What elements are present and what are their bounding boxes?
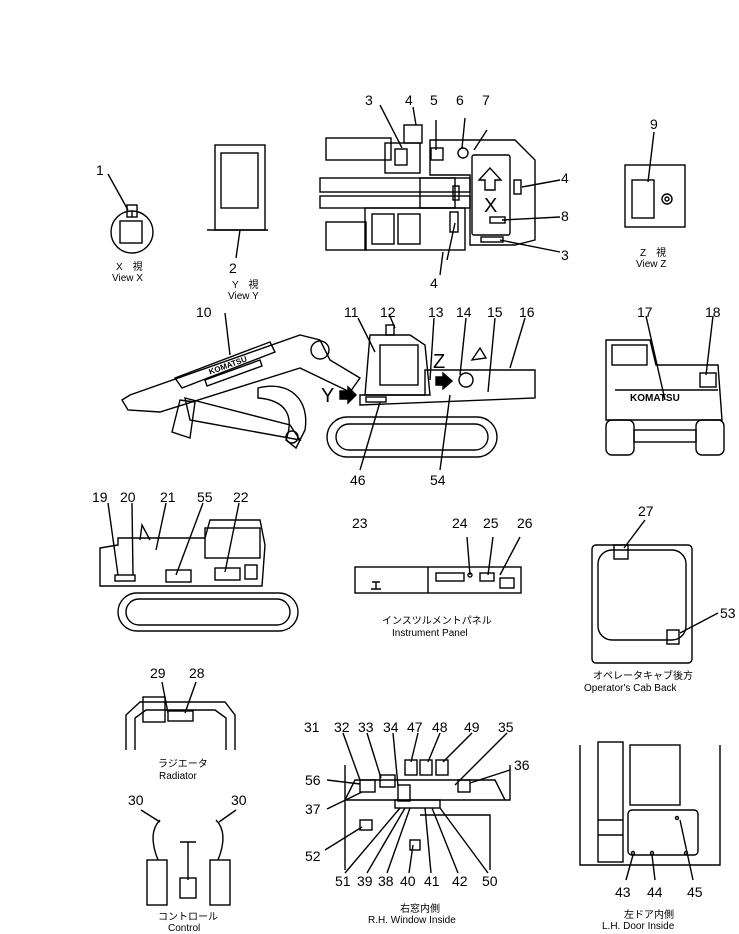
callout-24: 24 [452,515,468,531]
callout-4b: 4 [561,170,569,186]
caption-control-jp: コントロール [158,912,218,923]
caption-radiator: Radiator [159,771,197,782]
caption-view-y-jp: Y 視 [232,280,259,291]
caption-control: Control [168,923,201,934]
callout-25: 25 [483,515,499,531]
callout-2: 2 [229,260,237,276]
callout-30: 30 [128,792,144,808]
callout-50: 50 [482,873,498,889]
callout-4: 4 [405,92,413,108]
callout-19: 19 [92,489,108,505]
callout-11: 11 [344,304,359,320]
caption-rh-window-jp: 右窓内側 [400,904,440,915]
callout-53: 53 [720,605,736,621]
callout-17: 17 [637,304,653,320]
caption-radiator-jp: ラジエータ [158,759,208,770]
callout-37: 37 [305,801,321,817]
callout-27: 27 [638,503,654,519]
callout-45: 45 [687,884,703,900]
radiator-drawing [125,681,236,750]
view-letter-z: Z [433,351,446,373]
left-side-drawing [99,502,299,632]
callout-43: 43 [615,884,631,900]
callout-44: 44 [647,884,663,900]
callout-6: 6 [456,92,464,108]
caption-cab-back: Operator's Cab Back [584,683,677,694]
view-x-drawing [107,173,154,254]
top-view-drawing [319,104,561,276]
callout-9: 9 [650,116,658,132]
callout-51: 51 [335,873,351,889]
callout-42: 42 [452,873,468,889]
callout-35: 35 [498,719,514,735]
cab-back-drawing [591,519,719,664]
callout-5: 5 [430,92,438,108]
callout-3: 3 [365,92,373,108]
rh-window-drawing [324,732,511,874]
callout-56: 56 [305,772,321,788]
caption-lh-door: L.H. Door Inside [602,921,675,932]
callout-54: 54 [430,472,446,488]
callout-29: 29 [150,665,166,681]
callout-31: 31 [304,719,320,735]
callout-12: 12 [380,304,396,320]
caption-instrument: Instrument Panel [392,628,468,639]
callout-14: 14 [456,304,472,320]
callout-40: 40 [400,873,416,889]
callout-48: 48 [432,719,448,735]
callout-34: 34 [383,719,399,735]
caption-lh-door-jp: 左ドア内側 [624,910,674,921]
lh-door-drawing [579,741,721,881]
view-letter-x: X [484,195,498,217]
callout-20: 20 [120,489,136,505]
callout-38: 38 [378,873,394,889]
callout-52: 52 [305,848,321,864]
caption-view-z: View Z [636,259,667,270]
callout-22: 22 [233,489,249,505]
callout-15: 15 [487,304,503,320]
callout-26: 26 [517,515,533,531]
callout-55: 55 [197,489,213,505]
callout-30b: 30 [231,792,247,808]
rear-view-drawing [605,315,725,456]
side-view-drawing [121,312,536,471]
callout-49: 49 [464,719,480,735]
callout-10: 10 [196,304,212,320]
callout-7: 7 [482,92,490,108]
callout-1: 1 [96,162,104,178]
caption-view-x-jp: X 視 [116,262,143,273]
callout-36: 36 [514,757,530,773]
caption-instrument-jp: インスツルメントパネル [382,616,492,627]
callout-39: 39 [357,873,373,889]
view-z-drawing [624,131,686,228]
control-drawing [140,809,237,906]
callout-4c: 4 [430,275,438,291]
caption-cab-back-jp: オペレータキャブ後方 [593,671,693,682]
callout-32: 32 [334,719,350,735]
caption-rh-window: R.H. Window Inside [368,915,456,926]
callout-33: 33 [358,719,374,735]
caption-view-z-jp: Z 視 [640,248,667,259]
callout-23: 23 [352,515,368,531]
callout-47: 47 [407,719,423,735]
callout-18: 18 [705,304,721,320]
callout-28: 28 [189,665,205,681]
caption-view-y: View Y [228,291,259,302]
view-y-drawing [207,144,268,259]
instrument-panel-drawing [354,536,522,594]
caption-view-x: View X [112,273,143,284]
callout-3b: 3 [561,247,569,263]
callout-41: 41 [424,873,440,889]
callout-21: 21 [160,489,176,505]
callout-8: 8 [561,208,569,224]
callout-16: 16 [519,304,535,320]
callout-13: 13 [428,304,444,320]
callout-46: 46 [350,472,366,488]
rear-logo-decal: KOMATSU [630,393,680,404]
view-letter-y: Y [321,385,335,407]
